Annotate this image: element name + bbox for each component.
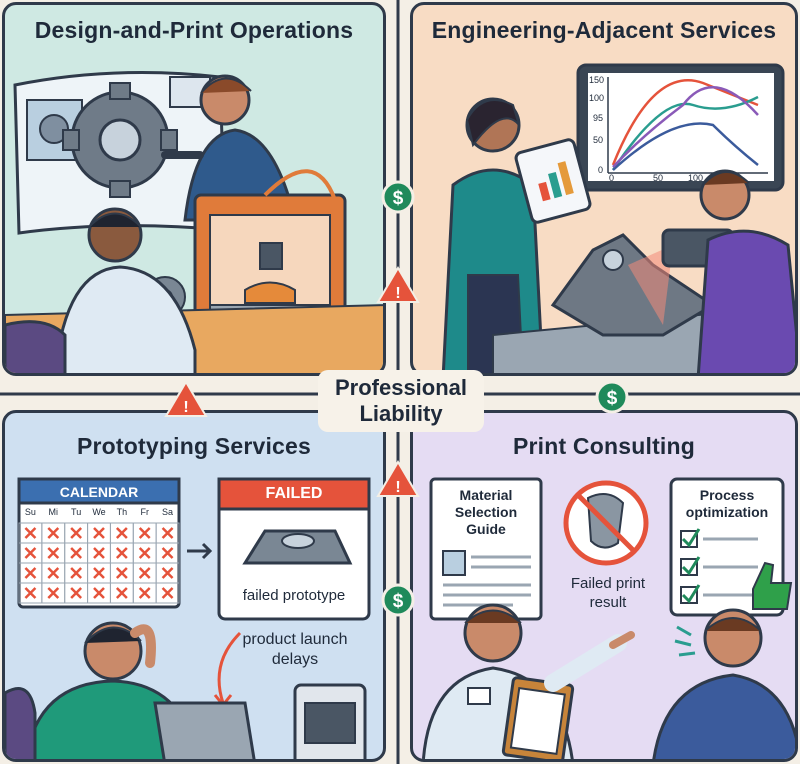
panel-title-consulting: Print Consulting bbox=[512, 433, 696, 459]
chart-tick-y-0: 150 bbox=[589, 75, 605, 85]
svg-text:$: $ bbox=[607, 388, 618, 409]
gear-icon bbox=[62, 82, 178, 198]
failed-badge: FAILED bbox=[265, 485, 323, 502]
panel-engineering: 150 100 95 50 0 0 50 100 Engineering-Adj… bbox=[410, 2, 798, 376]
guide-line3: Guide bbox=[466, 521, 506, 537]
panel-title-design-print: Design-and-Print Operations bbox=[34, 17, 354, 43]
panel-consulting: Print Consulting Material Selection Guid… bbox=[410, 410, 798, 762]
warning-icon: ! bbox=[164, 380, 208, 417]
process-line2: optimization bbox=[685, 504, 769, 520]
calendar-day-5: Fr bbox=[140, 507, 149, 517]
chart-tick-y-1: 100 bbox=[589, 93, 605, 103]
calendar-day-1: Mi bbox=[48, 507, 59, 517]
calendar-day-4: Th bbox=[116, 507, 128, 517]
thumbs-up-icon bbox=[752, 561, 793, 610]
process-line1: Process bbox=[699, 487, 755, 503]
svg-text:!: ! bbox=[395, 479, 400, 496]
calendar-day-2: Tu bbox=[71, 507, 82, 517]
calendar-day-0: Su bbox=[24, 507, 36, 517]
panel-title-engineering: Engineering-Adjacent Services bbox=[431, 17, 777, 43]
panel-design-print: Design-and-Print Operations bbox=[2, 2, 386, 376]
calendar-header: CALENDAR bbox=[59, 484, 139, 500]
warning-icon: ! bbox=[376, 460, 420, 497]
svg-text:$: $ bbox=[393, 188, 404, 209]
svg-text:$: $ bbox=[393, 591, 404, 612]
calendar-day-3: We bbox=[92, 507, 106, 517]
dollar-icon: $ bbox=[381, 180, 415, 214]
chart-tick-y-3: 50 bbox=[593, 135, 604, 145]
check-icon bbox=[680, 528, 701, 604]
dollar-icon: $ bbox=[595, 380, 629, 414]
engineering-illustration bbox=[441, 63, 795, 373]
failed-print-line2: result bbox=[589, 594, 627, 611]
guide-line1: Material bbox=[459, 487, 513, 503]
chart-tick-x-0: 0 bbox=[609, 173, 615, 183]
launch-delay-line2: delays bbox=[271, 651, 319, 668]
panel-prototyping: Prototyping Services CALENDAR Su Mi Tu We Th… bbox=[2, 410, 386, 762]
chart-tick-x-1: 50 bbox=[653, 173, 664, 183]
chart-tick-y-4: 0 bbox=[598, 165, 604, 175]
calendar-day-6: Sa bbox=[162, 507, 174, 517]
calendar-icon bbox=[17, 477, 181, 609]
chart-tick-y-2: 95 bbox=[593, 113, 604, 123]
chart-tick-x-2: 100 bbox=[688, 173, 704, 183]
center-label-line1: Professional bbox=[334, 375, 468, 400]
center-label-line2: Liability bbox=[359, 401, 443, 426]
failed-prototype-caption: failed prototype bbox=[242, 587, 346, 604]
consulting-illustration bbox=[422, 477, 795, 759]
warning-icon: ! bbox=[376, 266, 420, 303]
failed-print-line1: Failed print bbox=[570, 575, 646, 592]
svg-text:!: ! bbox=[395, 285, 400, 302]
svg-text:!: ! bbox=[183, 399, 188, 416]
center-label-professional-liability: Professional Liability bbox=[318, 370, 484, 432]
calendar-day-headers: Su Mi Tu We Th Fr Sa bbox=[19, 507, 179, 521]
dollar-icon: $ bbox=[381, 583, 415, 617]
guide-line2: Selection bbox=[454, 504, 518, 520]
design-print-illustration bbox=[5, 71, 383, 373]
prototyping-illustration bbox=[5, 477, 371, 759]
panel-title-prototyping: Prototyping Services bbox=[76, 433, 312, 459]
launch-delay-line1: product launch bbox=[242, 631, 348, 648]
